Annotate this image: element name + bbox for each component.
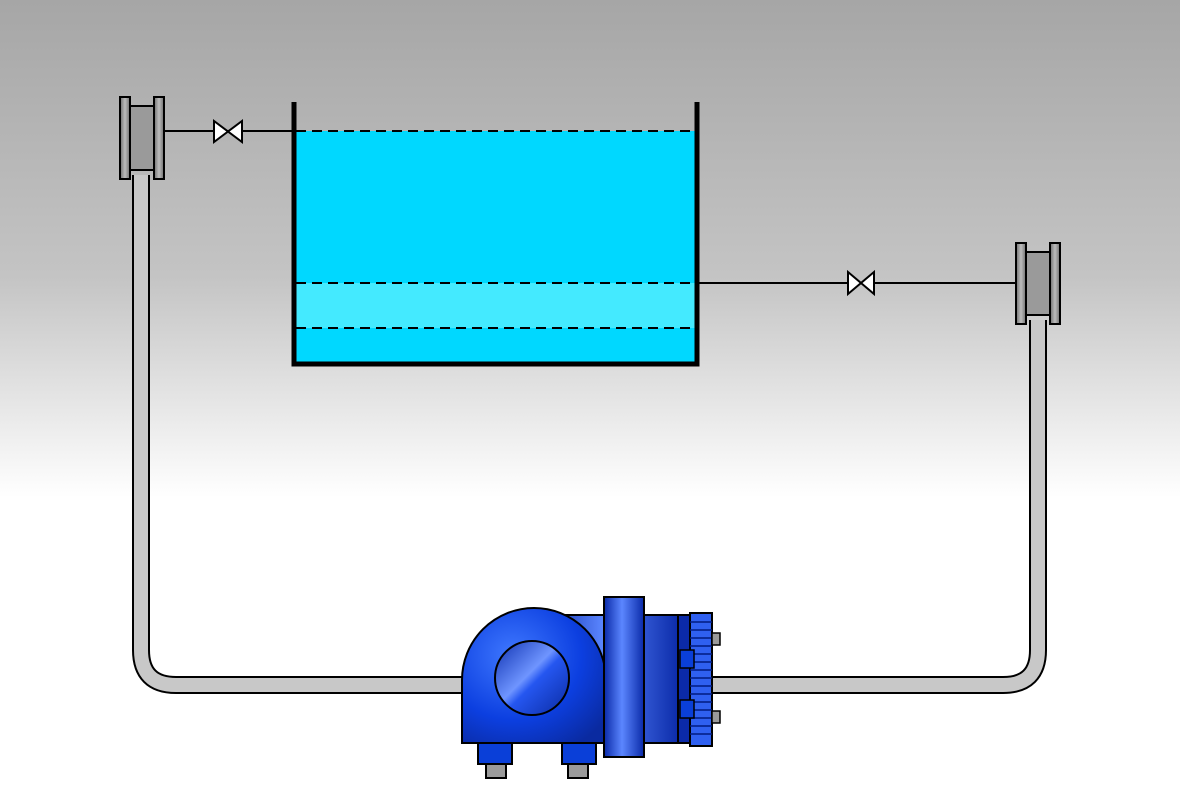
tank-wall xyxy=(291,102,700,367)
lower-valve-icon[interactable] xyxy=(847,269,875,297)
display-window xyxy=(494,640,570,716)
tank xyxy=(291,102,700,367)
capillary-tube-right xyxy=(700,320,1047,694)
bolt-lower xyxy=(711,710,721,724)
right-diaphragm-seal-icon xyxy=(1015,242,1061,325)
tank-liquid-band xyxy=(296,283,696,328)
dp-transmitter-icon[interactable] xyxy=(461,596,721,779)
bolt-upper xyxy=(711,632,721,646)
left-diaphragm-seal-icon xyxy=(119,96,165,180)
capillary-tube-left xyxy=(132,175,470,694)
upper-valve-icon[interactable] xyxy=(213,119,243,144)
